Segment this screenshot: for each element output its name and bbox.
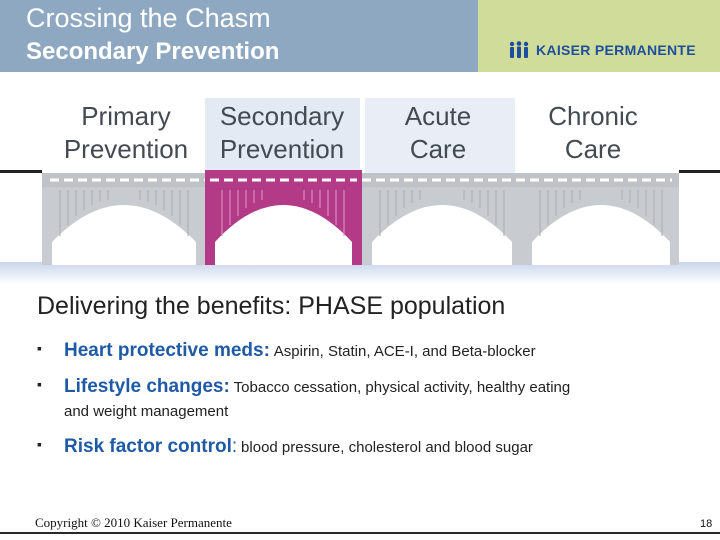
logo-text: KAISER PERMANENTE [536, 42, 696, 58]
slide-header: Crossing the Chasm Secondary Prevention … [0, 0, 720, 72]
stage-secondary-line2: Prevention [219, 134, 345, 164]
bullet-key: Lifestyle changes: [64, 376, 230, 397]
bullet-key: Risk factor control [64, 436, 232, 457]
kaiser-people-logo-icon [509, 41, 529, 58]
page-number: 18 [700, 518, 713, 530]
stage-acute-line1: Acute [404, 101, 472, 131]
square-bullet-icon: ▪ [37, 340, 42, 356]
bullet-text: blood pressure, cholesterol and blood su… [241, 439, 533, 456]
bullet-text: Aspirin, Statin, ACE-I, and Beta-blocker [273, 343, 536, 360]
bridge-span-3 [362, 187, 522, 265]
square-bullet-icon: ▪ [37, 436, 42, 452]
stage-acute-line2: Care [409, 134, 467, 164]
bridge-span-secondary-highlight [205, 170, 362, 265]
bullet-line: Lifestyle changes: Tobacco cessation, ph… [64, 376, 570, 398]
stage-primary-line2: Prevention [63, 134, 189, 164]
bridge-graphic [0, 170, 720, 265]
slide-subtitle: Secondary Prevention [26, 38, 280, 65]
copyright-text: Copyright © 2010 Kaiser Permanente [35, 515, 232, 530]
stage-label-primary: Primary Prevention [56, 100, 196, 166]
stage-secondary-line1: Secondary [219, 101, 345, 131]
slide-title: Crossing the Chasm [26, 3, 271, 33]
kaiser-logo: KAISER PERMANENTE [508, 40, 696, 60]
stage-chronic-line2: Care [564, 134, 622, 164]
bullet-line: Heart protective meds: Aspirin, Statin, … [64, 340, 536, 362]
stage-label-secondary: Secondary Prevention [207, 100, 357, 166]
bridge-span-1 [42, 187, 205, 265]
footer-divider [0, 532, 720, 534]
bullet-line: Risk factor control: blood pressure, cho… [64, 436, 533, 458]
square-bullet-icon: ▪ [37, 376, 42, 392]
stage-label-acute: Acute Care [368, 100, 508, 166]
bullet-lifestyle-continuation: and weight management [64, 403, 229, 420]
bullet-key-suffix: : [231, 436, 238, 457]
stage-label-chronic: Chronic Care [523, 100, 663, 166]
bullet-text: Tobacco cessation, physical activity, he… [233, 379, 571, 396]
header-blue-panel [0, 0, 478, 72]
stage-primary-line1: Primary [81, 101, 171, 131]
header-green-panel [478, 0, 720, 72]
ground-shadow [0, 262, 720, 284]
stage-chronic-line1: Chronic [548, 101, 638, 131]
content-heading: Delivering the benefits: PHASE populatio… [37, 292, 506, 320]
bullet-key: Heart protective meds: [64, 340, 270, 361]
bridge-span-4 [522, 187, 679, 265]
